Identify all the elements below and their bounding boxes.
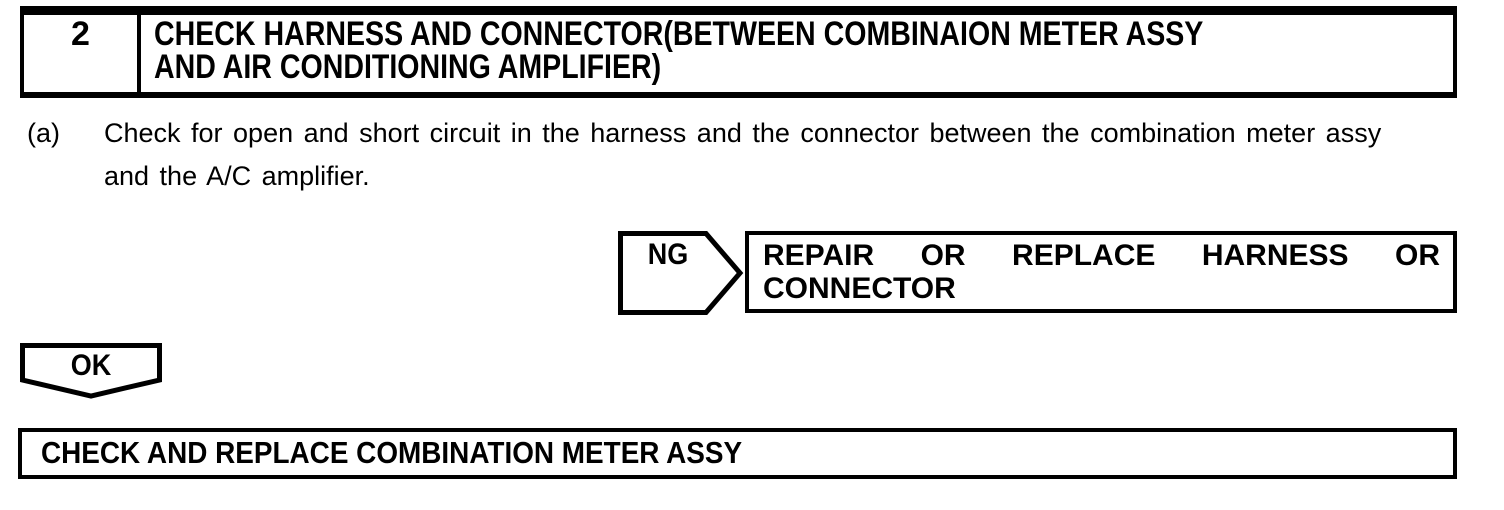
- ok-tag-label: OK: [70, 349, 112, 382]
- ng-tag-label: NG: [647, 238, 689, 271]
- step-title: CHECK HARNESS AND CONNECTOR(BETWEEN COMB…: [141, 15, 1453, 92]
- instruction-item-label: (a): [27, 118, 60, 148]
- ok-action-text: CHECK AND REPLACE COMBINATION METER ASSY: [41, 435, 743, 470]
- ng-pointer-icon: [618, 231, 744, 315]
- step-header: 2 CHECK HARNESS AND CONNECTOR(BETWEEN CO…: [20, 6, 1457, 98]
- step-number: 2: [24, 15, 141, 92]
- instruction-text: Check for open and short circuit in the …: [104, 112, 1381, 198]
- step-title-line-2: AND AIR CONDITIONING AMPLIFIER): [154, 48, 662, 86]
- ng-action-box: REPAIR OR REPLACE HARNESS OR CONNECTOR: [745, 231, 1457, 313]
- instruction-text-line-1: Check for open and short circuit in the …: [104, 118, 1382, 148]
- ok-pointer-icon: [20, 343, 162, 399]
- ng-action-line-2: CONNECTOR: [763, 272, 956, 305]
- ok-action-box: CHECK AND REPLACE COMBINATION METER ASSY: [18, 428, 1457, 479]
- step-title-line-1: CHECK HARNESS AND CONNECTOR(BETWEEN COMB…: [154, 15, 1204, 53]
- instruction-paragraph: (a) Check for open and short circuit in …: [27, 112, 1381, 198]
- ng-action-line-1: REPAIR OR REPLACE HARNESS OR: [763, 239, 1440, 272]
- instruction-text-line-2: and the A/C amplifier.: [104, 161, 370, 191]
